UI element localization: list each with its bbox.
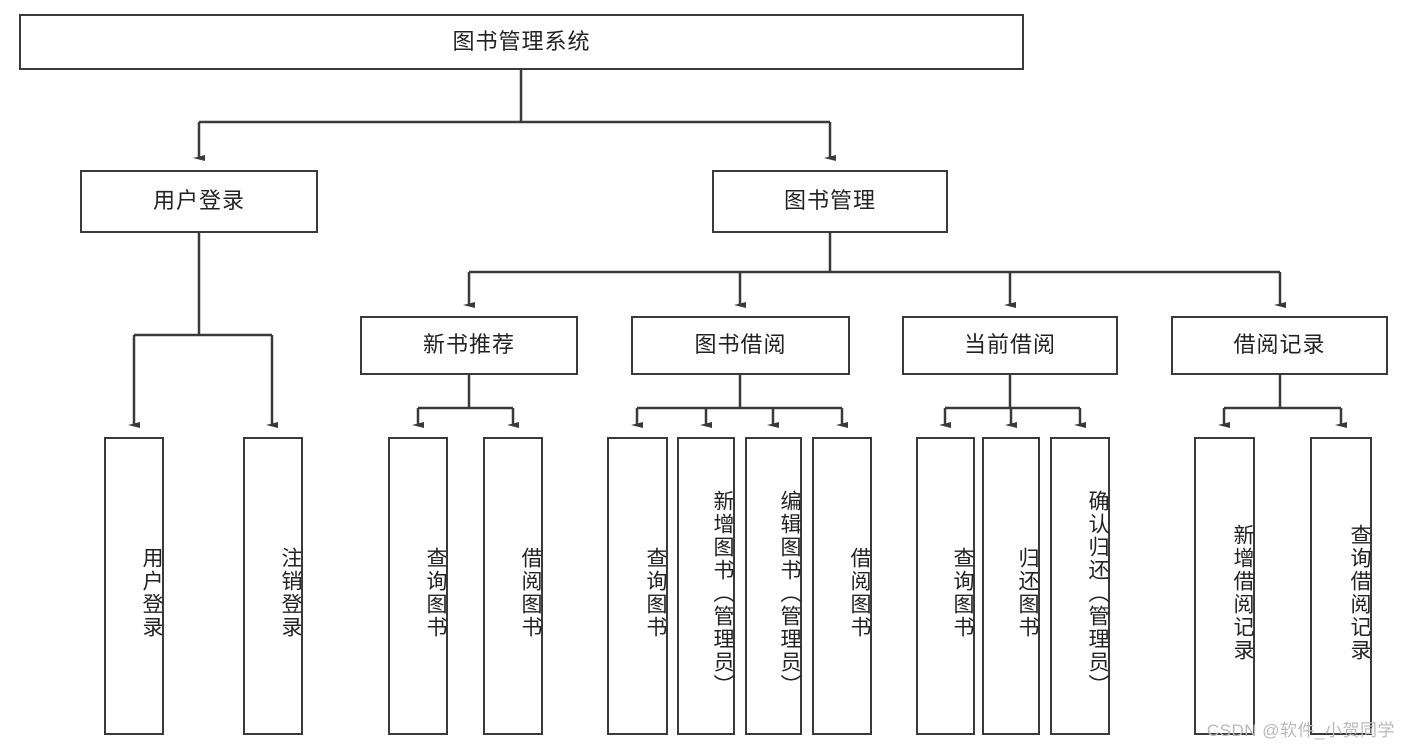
node-label: 图书借阅 bbox=[694, 332, 787, 358]
node-new-book-recommend[interactable]: 新书推荐 bbox=[360, 316, 578, 375]
node-label: 当前借阅 bbox=[963, 332, 1056, 358]
node-label: 确认归还（管理员） bbox=[1086, 489, 1109, 697]
leaf-borrow-record-add[interactable]: 新增借阅记录 bbox=[1194, 437, 1255, 735]
leaf-current-borrow-query[interactable]: 查询图书 bbox=[916, 437, 975, 735]
leaf-book-borrow-add[interactable]: 新增图书（管理员） bbox=[677, 437, 735, 735]
leaf-new-book-query[interactable]: 查询图书 bbox=[388, 437, 448, 735]
node-label: 新书推荐 bbox=[422, 332, 515, 358]
watermark-csdn: CSDN @软件_小贺同学 bbox=[1206, 721, 1395, 740]
leaf-user-login-login[interactable]: 用户登录 bbox=[104, 437, 164, 735]
node-root-system[interactable]: 图书管理系统 bbox=[19, 14, 1024, 70]
node-label: 新增图书（管理员） bbox=[711, 489, 734, 697]
node-label: 查询图书 bbox=[424, 547, 447, 639]
node-label: 归还图书 bbox=[1016, 547, 1039, 639]
node-book-borrow[interactable]: 图书借阅 bbox=[631, 316, 850, 375]
node-user-login[interactable]: 用户登录 bbox=[80, 170, 318, 233]
node-label: 用户登录 bbox=[152, 188, 245, 214]
node-current-borrow[interactable]: 当前借阅 bbox=[902, 316, 1118, 375]
leaf-current-borrow-confirm[interactable]: 确认归还（管理员） bbox=[1050, 437, 1110, 735]
node-borrow-record[interactable]: 借阅记录 bbox=[1171, 316, 1388, 375]
node-book-management[interactable]: 图书管理 bbox=[712, 170, 948, 233]
node-label: 查询借阅记录 bbox=[1348, 524, 1371, 662]
node-label: 借阅记录 bbox=[1233, 332, 1326, 358]
node-label: 查询图书 bbox=[644, 547, 667, 639]
leaf-book-borrow-edit[interactable]: 编辑图书（管理员） bbox=[745, 437, 802, 735]
leaf-borrow-record-query[interactable]: 查询借阅记录 bbox=[1310, 437, 1372, 735]
node-label: 注销登录 bbox=[279, 547, 302, 639]
leaf-book-borrow-query[interactable]: 查询图书 bbox=[607, 437, 668, 735]
node-label: 借阅图书 bbox=[848, 547, 871, 639]
leaf-current-borrow-return[interactable]: 归还图书 bbox=[982, 437, 1040, 735]
node-label: 编辑图书（管理员） bbox=[778, 489, 801, 697]
leaf-new-book-borrow[interactable]: 借阅图书 bbox=[483, 437, 543, 735]
leaf-book-borrow-borrow[interactable]: 借阅图书 bbox=[812, 437, 872, 735]
node-label: 图书管理 bbox=[783, 188, 876, 214]
node-label: 图书管理系统 bbox=[452, 28, 591, 54]
node-label: 新增借阅记录 bbox=[1231, 524, 1254, 662]
node-label: 查询图书 bbox=[951, 547, 974, 639]
node-label: 借阅图书 bbox=[519, 547, 542, 639]
leaf-user-login-logout[interactable]: 注销登录 bbox=[243, 437, 303, 735]
node-label: 用户登录 bbox=[140, 547, 163, 639]
